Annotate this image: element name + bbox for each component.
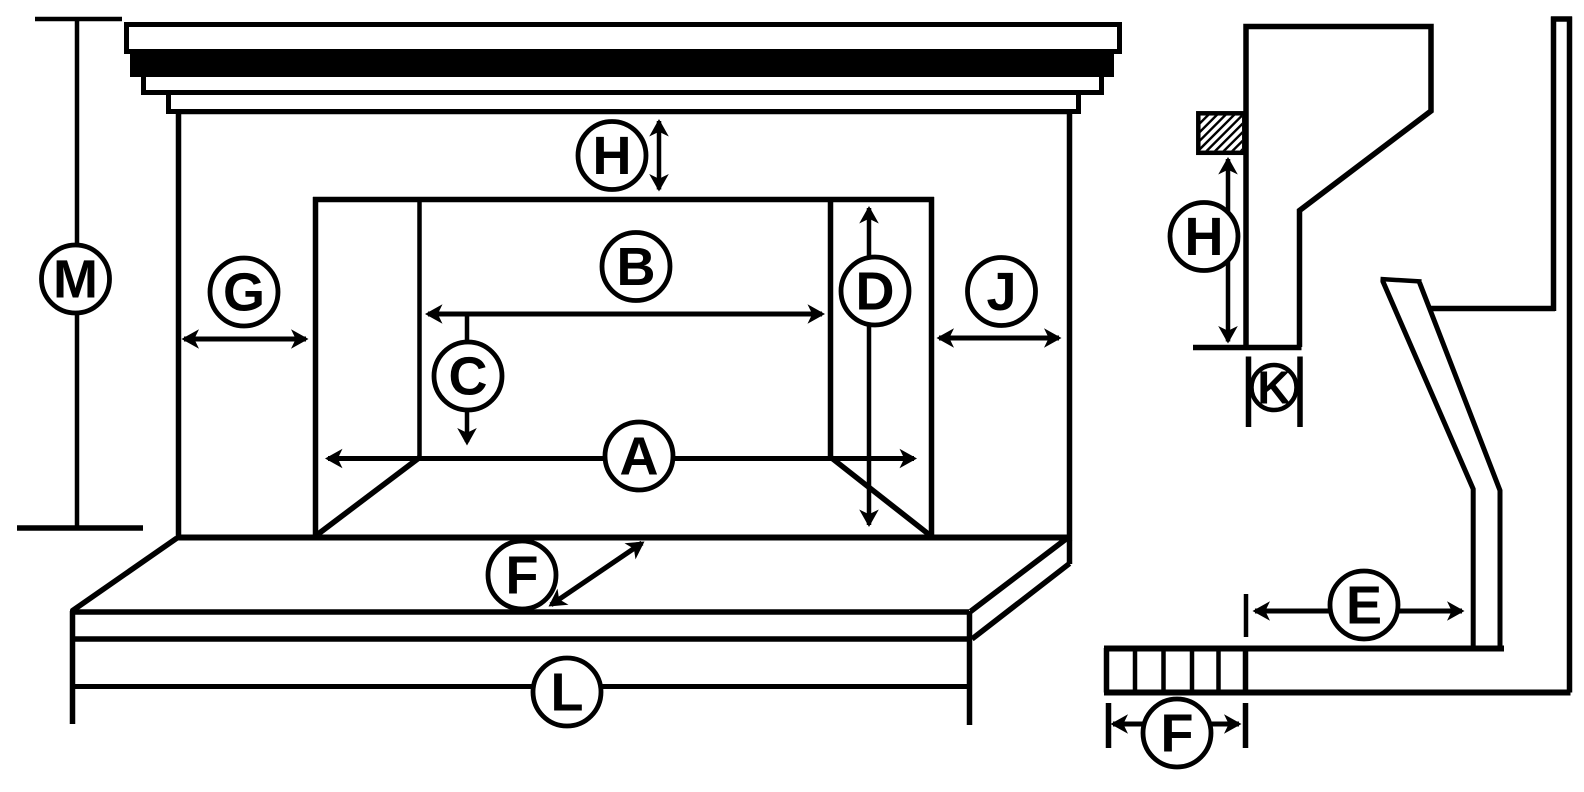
svg-text:D: D — [856, 262, 895, 322]
svg-text:E: E — [1346, 576, 1382, 636]
svg-text:G: G — [223, 263, 265, 323]
svg-text:C: C — [449, 347, 488, 407]
svg-text:J: J — [986, 262, 1016, 322]
svg-text:H: H — [593, 126, 632, 186]
svg-text:B: B — [617, 237, 656, 297]
svg-text:M: M — [53, 250, 98, 310]
svg-text:F: F — [1161, 704, 1194, 764]
svg-text:H: H — [1185, 207, 1224, 267]
svg-text:K: K — [1257, 362, 1290, 414]
svg-text:F: F — [506, 546, 539, 606]
svg-text:L: L — [551, 663, 584, 723]
svg-text:A: A — [620, 427, 659, 487]
